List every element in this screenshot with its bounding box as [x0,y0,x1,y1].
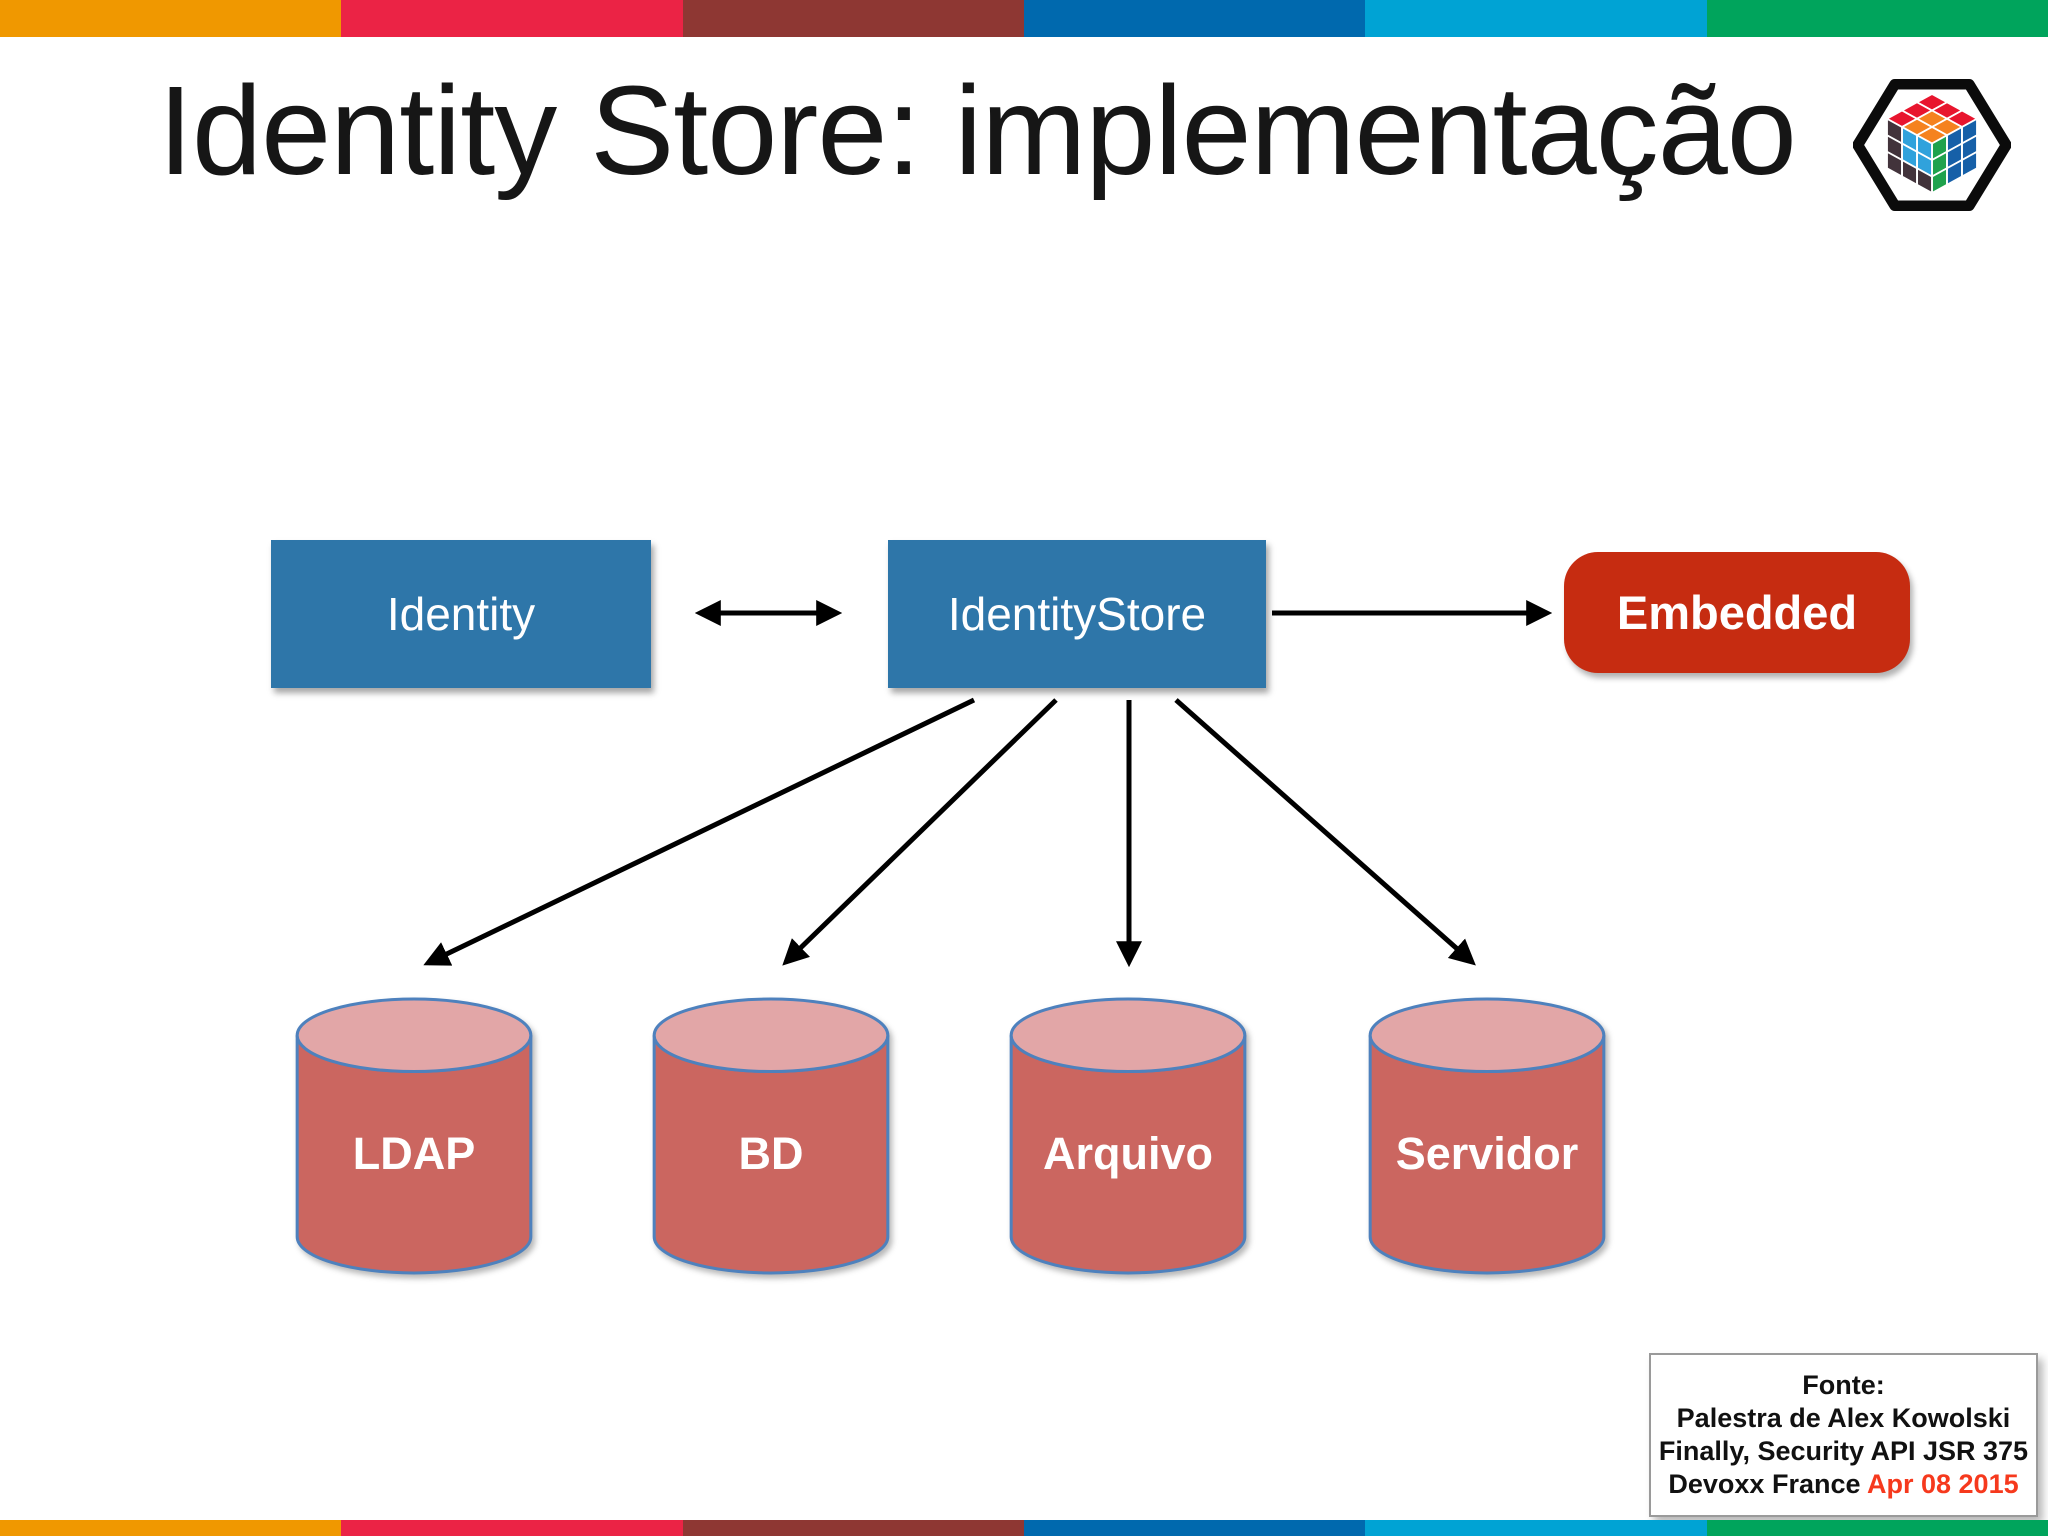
stripe-segment-maroon [682,1520,1024,1536]
embedded-node-label: Embedded [1616,586,1858,639]
store-cylinder-ldap: LDAP [293,995,535,1277]
stripe-segment-cyan [1365,0,1707,37]
stripe-segment-green [1706,0,2048,37]
arrow-identitystore-bd [782,698,1058,966]
bottom-color-stripe [0,1520,2048,1536]
stripe-segment-blue [1023,1520,1366,1536]
store-cylinder-label: Servidor [1395,1128,1579,1179]
store-cylinder-label: BD [738,1128,804,1179]
store-cylinder-bd: BD [650,995,892,1277]
arrow-identitystore-ldap [423,697,976,966]
stripe-segment-green [1706,1520,2048,1536]
identity-store-node-label: IdentityStore [947,588,1207,640]
cylinder-shape [652,997,890,1275]
identity-node-label: Identity [386,588,536,640]
stripe-segment-maroon [682,0,1024,37]
source-line-4: Devoxx France Apr 08 2015 [1668,1468,2018,1501]
top-color-stripe [0,0,2048,37]
source-line-4-black: Devoxx France [1668,1469,1867,1499]
store-cylinder-label: LDAP [352,1128,476,1179]
embedded-node: Embedded [1564,552,1910,673]
arrow-identitystore-servidor [1174,698,1476,966]
cylinder-shape [1368,997,1606,1275]
store-cylinder-servidor: Servidor [1366,995,1608,1277]
stripe-segment-cyan [1365,1520,1707,1536]
source-line-1: Fonte: [1802,1370,1885,1400]
identity-node: Identity [271,540,651,688]
cylinder-shape [295,997,533,1275]
page-title: Identity Store: implementação [158,60,1797,201]
source-citation-box: Fonte: Palestra de Alex Kowolski Finally… [1649,1353,2038,1517]
source-line-2: Palestra de Alex Kowolski [1676,1403,2011,1433]
stripe-segment-red [341,0,683,37]
hexagon-cube-logo [1852,70,2012,220]
source-line-4-date: Apr 08 2015 [1867,1469,2019,1499]
source-line-3: Finally, Security API JSR 375 [1658,1436,2029,1466]
store-cylinder-label: Arquivo [1042,1128,1213,1179]
hexagon-cube-logo-svg [1852,79,2012,211]
store-cylinder-arquivo: Arquivo [1007,995,1249,1277]
cylinder-shape [1009,997,1247,1275]
stripe-segment-orange [0,1520,342,1536]
stripe-segment-blue [1023,0,1366,37]
identity-store-node: IdentityStore [888,540,1266,688]
stripe-segment-red [341,1520,683,1536]
stripe-segment-orange [0,0,342,37]
